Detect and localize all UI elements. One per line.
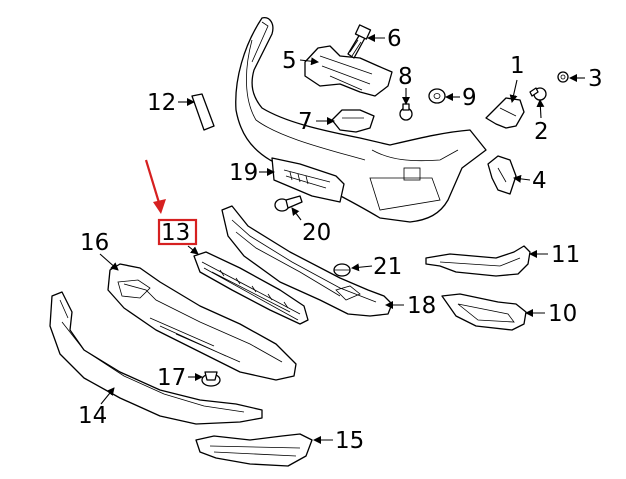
part-18-reinforcement xyxy=(221,205,393,317)
callout-1: 1 xyxy=(510,53,525,79)
callout-13: 13 xyxy=(161,220,190,246)
callout-4: 4 xyxy=(532,168,547,194)
callout-3: 3 xyxy=(588,66,603,92)
part-16-deflector xyxy=(107,263,297,381)
callout-6: 6 xyxy=(387,26,402,52)
callout-11: 11 xyxy=(551,242,580,268)
callout-19: 19 xyxy=(229,160,258,186)
callout-16: 16 xyxy=(80,230,109,256)
callout-7: 7 xyxy=(298,109,313,135)
part-6-bolt xyxy=(347,24,372,59)
part-5-bracket xyxy=(304,45,393,97)
callout-17: 17 xyxy=(157,365,186,391)
part-3-nut xyxy=(557,71,569,83)
highlight-arrow-head xyxy=(153,199,166,214)
part-9-washer xyxy=(428,88,446,104)
part-10-fog-bezel xyxy=(441,293,527,331)
callout-9: 9 xyxy=(462,85,477,111)
part-13-grille xyxy=(193,251,309,325)
callout-14: 14 xyxy=(78,403,107,429)
part-19-plate-bracket xyxy=(271,157,345,203)
callout-12: 12 xyxy=(147,90,176,116)
callout-18: 18 xyxy=(407,293,436,319)
callout-10: 10 xyxy=(548,301,577,327)
highlight-indicator xyxy=(144,159,198,246)
part-15-bracket xyxy=(195,433,313,467)
highlight-arrow xyxy=(144,159,162,207)
callout-5: 5 xyxy=(282,48,297,74)
part-4-bracket xyxy=(487,155,517,195)
callout-8: 8 xyxy=(398,64,413,90)
leader-lines xyxy=(99,34,585,444)
part-2-screw xyxy=(529,87,547,101)
callout-2: 2 xyxy=(534,119,549,145)
part-17-clip xyxy=(201,371,221,387)
callout-labels: 1 2 3 4 5 6 7 8 9 10 11 12 13 14 15 16 1… xyxy=(78,26,603,454)
part-11-molding xyxy=(425,245,531,277)
part-14-valance xyxy=(49,291,263,425)
callout-21: 21 xyxy=(373,254,402,280)
part-12-plate xyxy=(191,93,215,131)
part-8-screw xyxy=(399,103,413,121)
highlight-box xyxy=(157,218,198,246)
part-21-clip xyxy=(333,263,351,277)
part-1-bracket xyxy=(485,97,525,129)
part-7-clip xyxy=(331,109,375,133)
callout-20: 20 xyxy=(302,220,331,246)
callout-15: 15 xyxy=(335,428,364,454)
part-20-screw xyxy=(274,195,303,212)
